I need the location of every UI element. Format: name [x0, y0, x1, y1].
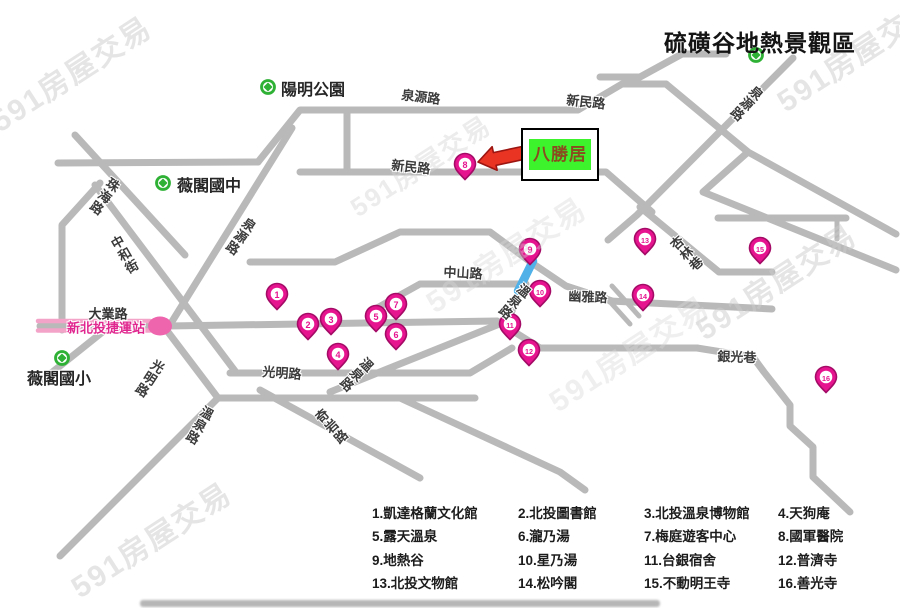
map-pin-9[interactable]: 9 — [518, 237, 542, 266]
road — [256, 386, 424, 482]
map-pin-3[interactable]: 3 — [319, 307, 343, 336]
property-callout[interactable]: 八勝居 — [521, 128, 599, 181]
road — [226, 344, 516, 377]
map-pin-2[interactable]: 2 — [296, 312, 320, 341]
road — [662, 80, 900, 238]
legend-item: 7.梅庭遊客中心 — [644, 529, 737, 545]
stream — [513, 256, 538, 296]
svg-text:2: 2 — [305, 320, 310, 330]
svg-text:4: 4 — [335, 350, 340, 360]
legend-item: 4.天狗庵 — [778, 506, 830, 521]
map-pin-5[interactable]: 5 — [364, 304, 388, 333]
svg-text:9: 9 — [527, 245, 532, 255]
legend-item: 15.不動明王寺 — [644, 576, 731, 592]
road — [71, 131, 189, 259]
road — [326, 321, 501, 396]
svg-text:3: 3 — [328, 315, 333, 325]
map-pin-6[interactable]: 6 — [384, 322, 408, 351]
legend-item: 1.凱達格蘭文化館 — [372, 506, 478, 521]
road — [596, 50, 730, 81]
svg-text:5: 5 — [373, 312, 378, 322]
road-label-yinguang: 銀光巷 — [717, 348, 757, 366]
legend-item: 2.北投圖書館 — [518, 506, 597, 521]
map-pin-10[interactable]: 10 — [528, 279, 552, 308]
mrt-station-icon — [148, 316, 172, 336]
map-pin-15[interactable]: 15 — [748, 236, 772, 265]
park-marker-icon — [260, 79, 276, 95]
legend-item: 6.瀧乃湯 — [518, 529, 570, 545]
bottom-smudge — [140, 600, 660, 607]
map-pin-11[interactable]: 11 — [498, 312, 522, 341]
place-label-weige-junior-high: 薇閣國中 — [177, 178, 242, 195]
road — [91, 181, 239, 375]
road-label-daye: 大業路 — [88, 306, 128, 322]
svg-text:8: 8 — [462, 160, 467, 170]
map-pin-16[interactable]: 16 — [814, 365, 838, 394]
svg-text:13: 13 — [641, 236, 649, 245]
road-label-guangming-s: 光明路 — [261, 364, 302, 382]
road — [54, 158, 262, 167]
legend-item: 10.星乃湯 — [518, 552, 578, 568]
mrt-station-label[interactable]: 新北投捷運站 — [66, 320, 146, 336]
place-label-weige-elementary: 薇閣國小 — [27, 371, 92, 388]
road — [396, 394, 589, 494]
legend-item: 16.善光寺 — [778, 576, 838, 592]
map-pin-1[interactable]: 1 — [265, 282, 289, 311]
svg-text:10: 10 — [536, 288, 544, 297]
map-pin-7[interactable]: 7 — [384, 292, 408, 321]
legend-item: 5.露天溫泉 — [372, 529, 438, 545]
legend-item: 3.北投溫泉博物館 — [644, 506, 750, 521]
road-label-zhongshan: 中山路 — [443, 264, 483, 282]
legend-item: 14.松吟閣 — [518, 576, 578, 592]
svg-text:14: 14 — [639, 292, 647, 301]
svg-text:11: 11 — [506, 321, 514, 330]
road — [246, 228, 616, 305]
place-label-yangming-park: 陽明公園 — [281, 82, 346, 99]
road — [604, 54, 797, 244]
svg-text:15: 15 — [756, 245, 764, 254]
road — [164, 124, 296, 332]
legend-item: 8.國軍醫院 — [778, 529, 844, 545]
svg-text:16: 16 — [822, 374, 830, 383]
map-title: 硫磺谷地熱景觀區 — [664, 30, 856, 56]
map-pin-13[interactable]: 13 — [633, 227, 657, 256]
road — [693, 344, 854, 516]
park-marker-icon — [155, 175, 171, 191]
park-marker-icon — [54, 350, 70, 366]
road — [254, 80, 670, 166]
road — [164, 328, 222, 402]
property-name: 八勝居 — [533, 145, 587, 164]
mrt-railway — [35, 316, 172, 336]
road-label-youya: 幽雅路 — [568, 288, 608, 306]
svg-text:12: 12 — [525, 347, 533, 356]
park-marker-icon — [748, 47, 764, 63]
road — [699, 148, 900, 274]
legend-item: 12.普濟寺 — [778, 552, 838, 568]
svg-text:7: 7 — [393, 300, 398, 310]
property-highlight: 八勝居 — [529, 139, 591, 170]
map-pin-12[interactable]: 12 — [517, 338, 541, 367]
road-label-xinmin-ne: 新民路 — [565, 92, 607, 112]
map-pin-8[interactable]: 8 — [453, 152, 477, 181]
svg-text:1: 1 — [274, 290, 279, 300]
map-pin-14[interactable]: 14 — [631, 283, 655, 312]
legend-item: 13.北投文物館 — [372, 576, 459, 592]
road — [636, 203, 776, 276]
road — [296, 168, 656, 216]
road — [36, 322, 114, 386]
road — [58, 179, 104, 334]
map-pin-4[interactable]: 4 — [326, 342, 350, 371]
map-legend: 1.凱達格蘭文化館 2.北投圖書館 3.北投溫泉博物館 4.天狗庵 5.露天溫泉 6.瀧乃… — [372, 502, 890, 596]
legend-item: 11.台銀宿舍 — [644, 552, 717, 568]
road-network — [36, 50, 900, 560]
road-label-xinmin-mid: 新民路 — [390, 157, 432, 177]
svg-text:6: 6 — [393, 330, 398, 340]
road — [56, 394, 222, 560]
legend-item: 9.地熱谷 — [372, 552, 424, 568]
